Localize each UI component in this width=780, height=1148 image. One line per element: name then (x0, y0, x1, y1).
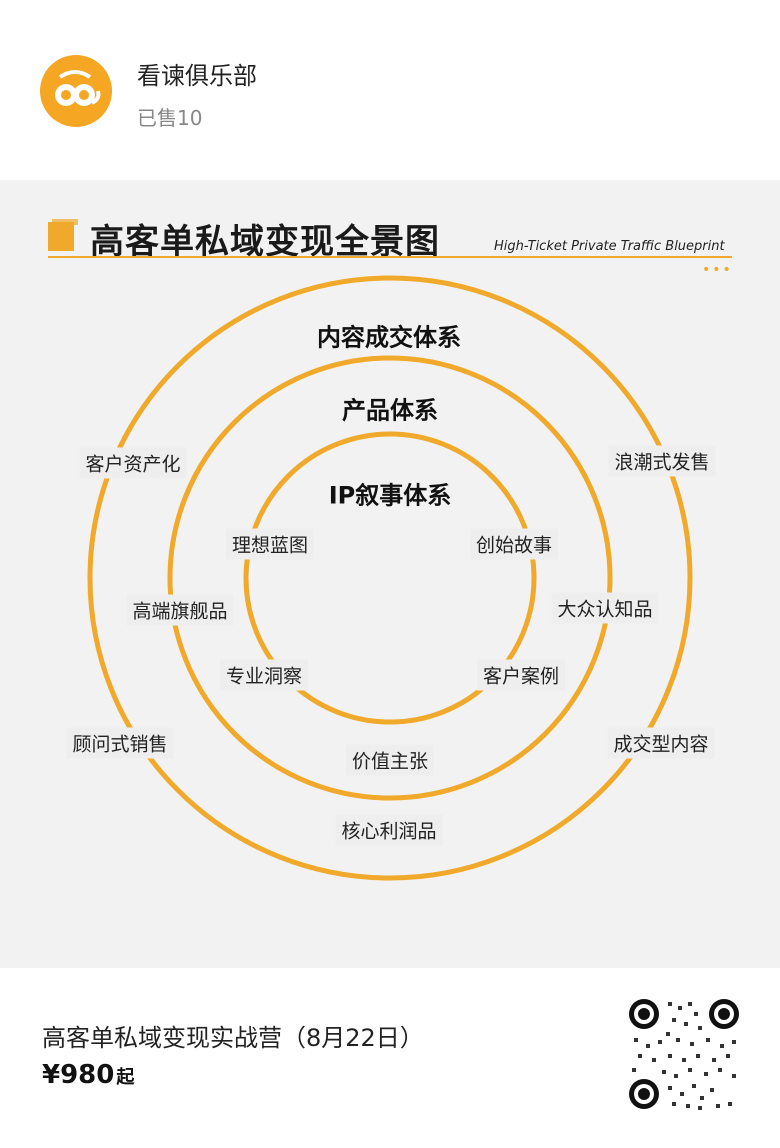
owl-logo-icon (55, 70, 101, 106)
inner-item: 价值主张 (345, 744, 435, 776)
price-suffix: 起 (116, 1067, 135, 1088)
outer-item: 浪潮式发售 (608, 445, 716, 477)
outer-item: 成交型内容 (607, 727, 715, 759)
inner-ring (243, 431, 537, 725)
inner-item: 客户案例 (476, 659, 566, 691)
inner-item: 专业洞察 (219, 659, 309, 691)
qr-code-icon[interactable] (628, 998, 740, 1110)
middle-ring-title: 产品体系 (336, 390, 444, 426)
middle-ring (167, 355, 613, 801)
inner-item: 创始故事 (469, 528, 559, 560)
middle-item: 高端旗舰品 (126, 594, 234, 626)
outer-item: 顾问式销售 (66, 727, 174, 759)
outer-item: 客户资产化 (79, 447, 187, 479)
decor-dots: ••• (702, 262, 733, 278)
outer-ring-title: 内容成交体系 (311, 317, 467, 353)
inner-item: 理想蓝图 (225, 528, 315, 560)
price-value: ¥980 (42, 1060, 115, 1090)
title-underline (48, 256, 732, 258)
middle-item: 核心利润品 (335, 814, 443, 846)
product-title[interactable]: 高客单私域变现实战营（8月22日） (42, 1024, 424, 1052)
concentric-rings (87, 275, 693, 881)
poster-title: 高客单私域变现全景图 (90, 222, 440, 262)
poster-subtitle: High-Ticket Private Traffic Blueprint (494, 239, 725, 254)
outer-ring (87, 275, 693, 881)
sold-count: 已售10 (137, 106, 203, 130)
middle-item: 大众认知品 (551, 592, 659, 624)
poster-image[interactable]: 高客单私域变现全景图 High-Ticket Private Traffic B… (0, 180, 780, 968)
shop-header: 看谏俱乐部 已售10 (0, 0, 780, 180)
shop-name[interactable]: 看谏俱乐部 (137, 62, 257, 90)
inner-ring-title: IP叙事体系 (322, 475, 458, 511)
shop-avatar[interactable] (40, 55, 112, 127)
folder-icon (48, 219, 78, 251)
